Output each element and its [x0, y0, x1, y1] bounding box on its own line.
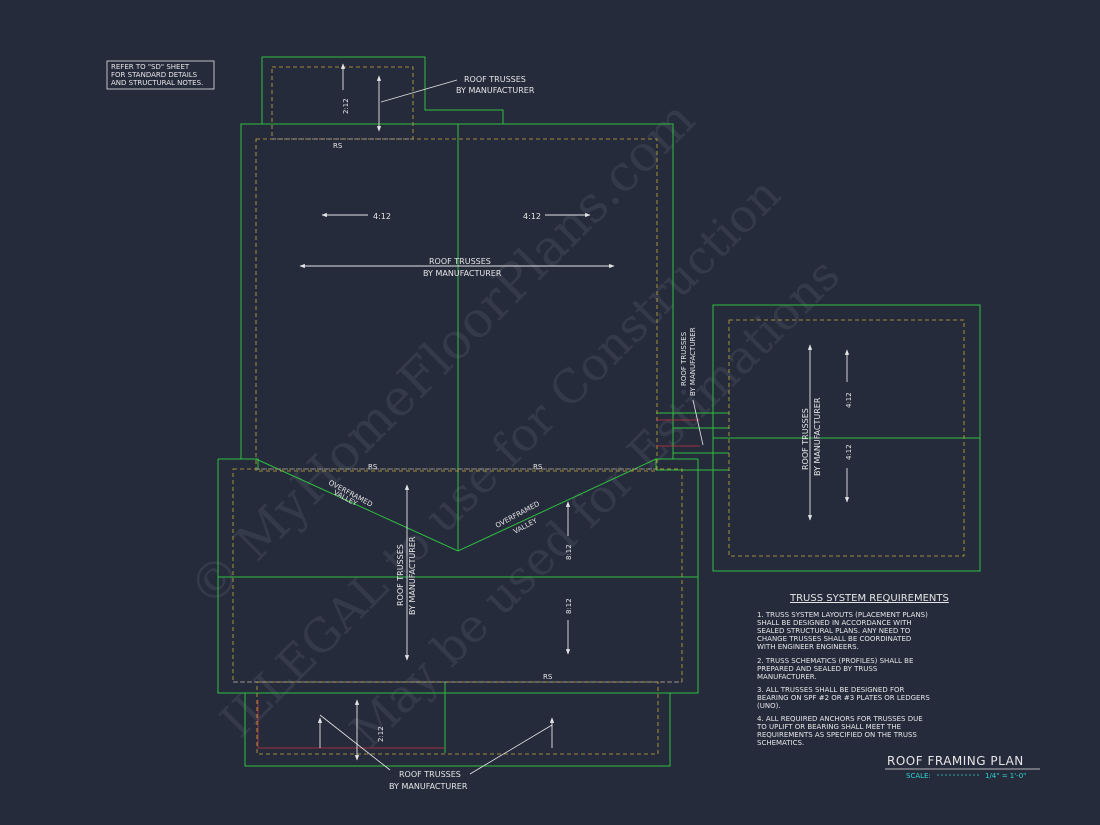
- title-block: ROOF FRAMING PLAN SCALE: 1/4" = 1'-0": [885, 754, 1040, 780]
- req-3-line-3: (UNO).: [757, 702, 781, 710]
- req-2-line-1: 2. TRUSS SCHEMATICS (PROFILES) SHALL BE: [757, 657, 913, 665]
- requirements-title: TRUSS SYSTEM REQUIREMENTS: [789, 593, 949, 604]
- label-by-manufacturer-main: BY MANUFACTURER: [423, 269, 502, 278]
- scale-value: 1/4" = 1'-0": [985, 772, 1026, 780]
- req-3-line-2: BEARING ON SPF #2 OR #3 PLATES OR LEDGER…: [757, 694, 930, 702]
- pitch-lower-upper: 8:12: [565, 544, 573, 560]
- pitch-main-right: 4:12: [523, 212, 541, 221]
- roof-outlines: [217, 56, 981, 767]
- top-wing-outline: [261, 56, 504, 124]
- req-4-line-2: TO UPLIFT OR BEARING SHALL MEET THE: [756, 723, 901, 731]
- label-by-manufacturer-lower: BY MANUFACTURER: [408, 536, 417, 615]
- rs-top-wing: RS: [333, 142, 343, 150]
- valley-lines: [255, 458, 657, 552]
- req-1-line-1: 1. TRUSS SYSTEM LAYOUTS (PLACEMENT PLANS…: [757, 611, 928, 619]
- label-roof-trusses-porch: ROOF TRUSSES: [399, 770, 461, 779]
- main-block-outline: [240, 123, 674, 459]
- req-4-line-1: 4. ALL REQUIRED ANCHORS FOR TRUSSES DUE: [757, 715, 923, 723]
- req-1-line-5: WITH ENGINEER ENGINEERS.: [757, 643, 859, 651]
- req-2-line-3: MANUFACTURER.: [757, 673, 817, 681]
- rs-left: RS: [368, 463, 378, 471]
- req-4-line-4: SCHEMATICS.: [757, 739, 804, 747]
- red-lines: [257, 419, 700, 749]
- pitch-garage-top: 4:12: [845, 392, 853, 408]
- rs-lower: RS: [543, 673, 553, 681]
- pitch-lower-lower: 8:12: [565, 598, 573, 614]
- label-roof-trusses-breezeway: ROOF TRUSSES: [680, 331, 688, 386]
- label-roof-trusses-top: ROOF TRUSSES: [464, 75, 526, 84]
- pitch-porch: 2:12: [377, 726, 385, 742]
- req-2-line-2: PREPARED AND SEALED BY TRUSS: [757, 665, 878, 673]
- label-roof-trusses-lower: ROOF TRUSSES: [396, 544, 405, 606]
- label-roof-trusses-main: ROOF TRUSSES: [429, 257, 491, 266]
- rs-right: RS: [533, 463, 543, 471]
- label-roof-trusses-garage: ROOF TRUSSES: [801, 408, 810, 470]
- truss-arrows: [299, 63, 850, 761]
- sd-note-line-2: FOR STANDARD DETAILS: [111, 71, 198, 79]
- label-by-manufacturer-top: BY MANUFACTURER: [456, 86, 535, 95]
- label-by-manufacturer-garage: BY MANUFACTURER: [813, 397, 822, 476]
- req-1-line-3: SEALED STRUCTURAL PLANS. ANY NEED TO: [757, 627, 911, 635]
- breezeway-outline: [656, 412, 729, 471]
- pitch-top-wing: 2:12: [342, 98, 350, 114]
- pitch-main-left: 4:12: [373, 212, 391, 221]
- req-4-line-3: REQUIREMENTS AS SPECIFIED ON THE TRUSS: [757, 731, 917, 739]
- scale-label: SCALE:: [906, 772, 931, 780]
- req-3-line-1: 3. ALL TRUSSES SHALL BE DESIGNED FOR: [757, 686, 904, 694]
- sd-note-line-3: AND STRUCTURAL NOTES.: [111, 79, 203, 87]
- pitch-garage-bottom: 4:12: [845, 444, 853, 460]
- sd-note: REFER TO "SD" SHEET FOR STANDARD DETAILS…: [106, 60, 215, 90]
- drawing-title: ROOF FRAMING PLAN: [887, 754, 1024, 768]
- sd-note-line-1: REFER TO "SD" SHEET: [111, 63, 190, 71]
- req-1-line-4: CHANGE TRUSSES SHALL BE COORDINATED: [757, 635, 911, 643]
- ridge-lines: [233, 138, 682, 683]
- req-1-line-2: SHALL BE DESIGNED IN ACCORDANCE WITH: [757, 619, 912, 627]
- label-by-manufacturer-porch: BY MANUFACTURER: [389, 782, 468, 791]
- truss-requirements: TRUSS SYSTEM REQUIREMENTS 1. TRUSS SYSTE…: [756, 593, 949, 747]
- label-by-manufacturer-breezeway: BY MANUFACTURER: [689, 327, 697, 396]
- leader-lines: [319, 79, 704, 775]
- watermark: © MyHomeFloorPlans.com ILLEGAL to use fo…: [177, 90, 850, 758]
- porch-outline: [244, 693, 671, 767]
- sd-note-box: [106, 60, 215, 90]
- lower-block-outline: [217, 459, 699, 694]
